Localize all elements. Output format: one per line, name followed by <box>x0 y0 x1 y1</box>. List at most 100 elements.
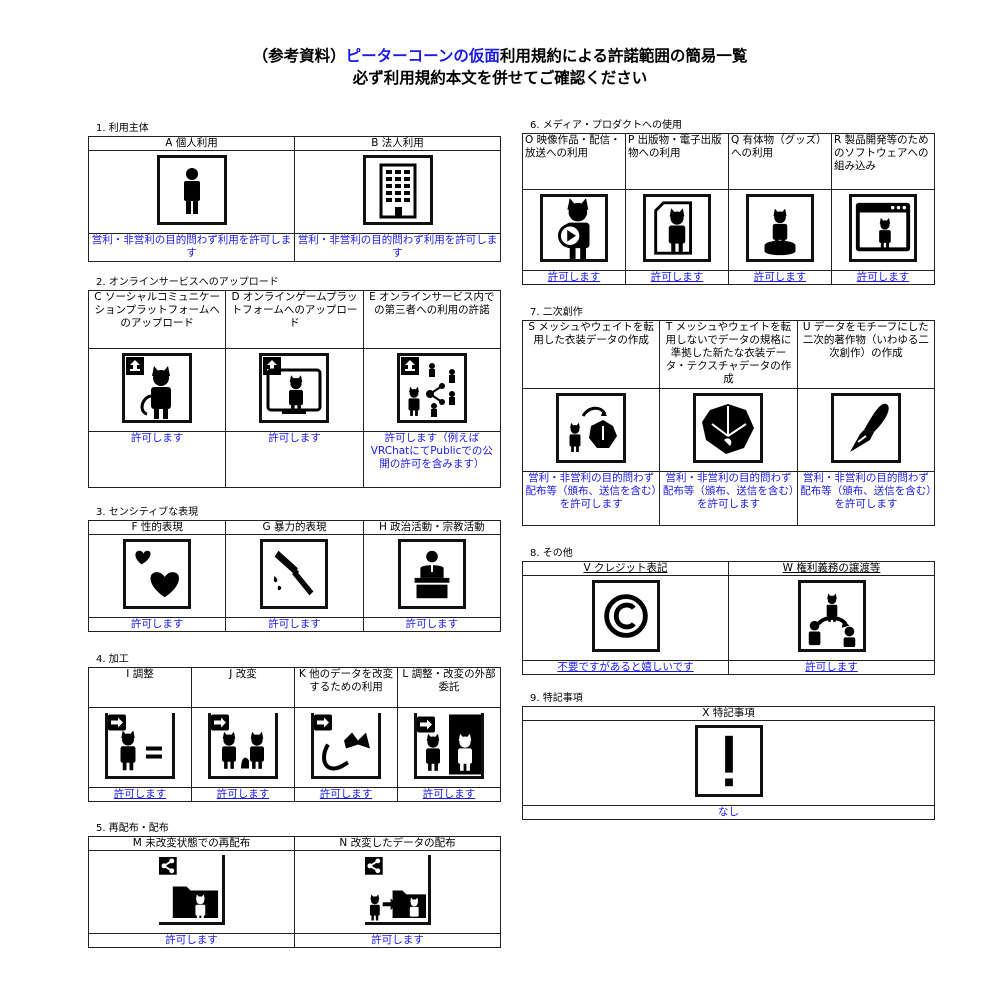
title-line-1: （参考資料）ピーターコーンの仮面利用規約による許諾範囲の簡易一覧 <box>252 47 748 65</box>
share-folder-icon <box>158 855 225 925</box>
permission-result: 許可します <box>831 270 935 285</box>
item-header: L 調整・改変の外部委託 <box>397 667 501 708</box>
item-header: R 製品開発等のためのソフトウェアへの組み込み <box>831 133 935 190</box>
permission-table: I 調整 J 改変 K 他のデータを改変するための利用 L 調整・改変の外部委託 <box>88 667 501 802</box>
item-header: A 個人利用 <box>88 136 295 151</box>
outsource-icon <box>414 712 484 779</box>
section-special-notes: 9. 特記事項 X 特記事項 なし <box>522 692 935 820</box>
section-other: 8. その他 V クレジット表記 W 権利義務の譲渡等 不要ですがあると嬉しいで… <box>522 547 935 675</box>
section-redistribution: 5. 再配布・配布 M 未改変状態での再配布 N 改変したデータの配布 許可しま… <box>88 822 501 948</box>
section-label: 5. 再配布・配布 <box>96 823 169 834</box>
publication-icon <box>643 194 711 262</box>
section-label: 1. 利用主体 <box>96 123 149 134</box>
section-derivative-works: 7. 二次創作 S メッシュやウェイトを転用した衣装データの作成 T メッシュや… <box>521 306 936 526</box>
section-label: 6. メディア・プロダクトへの使用 <box>530 120 683 131</box>
permission-table: A 個人利用 B 法人利用 営利・非営利 <box>88 136 501 262</box>
permission-result: 許可します（例えばVRChatにてPublicでの公開の許可を含みます） <box>362 431 502 488</box>
item-header: U データをモチーフにした二次的著作物（いわゆる二次創作）の作成 <box>796 320 936 389</box>
item-header: O 映像作品・配信・放送への利用 <box>522 133 626 190</box>
item-header: Q 有体物（グッズ）への利用 <box>728 133 832 190</box>
hearts-icon <box>123 539 192 609</box>
adjust-icon <box>105 712 175 779</box>
permission-result: 許可します <box>294 933 501 948</box>
permission-table: X 特記事項 なし <box>522 706 935 820</box>
item-header: N 改変したデータの配布 <box>294 836 501 851</box>
person-icon <box>156 155 227 225</box>
section-sensitive-expression: 3. センシティブな表現 F 性的表現 G 暴力的表現 H 政治活動・宗教活動 … <box>87 506 502 632</box>
item-header: W 権利義務の譲渡等 <box>728 561 935 576</box>
section-online-upload: 2. オンラインサービスへのアップロード C ソーシャルコミュニケーションプラッ… <box>87 276 502 488</box>
permission-result: 営利・非営利の目的問わず配布等（頒布、送信を含む）を許可します <box>796 471 936 526</box>
document-title: （参考資料）ピーターコーンの仮面利用規約による許諾範囲の簡易一覧 必ず利用規約本… <box>0 45 1000 89</box>
permission-result: 許可します <box>225 617 364 632</box>
permission-table: M 未改変状態での再配布 N 改変したデータの配布 許可します 許可します <box>88 836 501 948</box>
item-header: I 調整 <box>88 667 192 708</box>
item-header: X 特記事項 <box>522 706 935 721</box>
permission-result: 営利・非営利の目的問わず配布等（頒布、送信を含む）を許可します <box>659 471 798 526</box>
pen-icon <box>830 393 901 463</box>
building-icon <box>362 155 433 225</box>
item-header: C ソーシャルコミュニケーションプラットフォームへのアップロード <box>87 290 227 349</box>
permission-result: 許可します <box>362 617 502 632</box>
costume-icon <box>693 393 764 463</box>
copyright-icon <box>591 580 660 652</box>
item-header: E オンラインサービス内での第三者への利用の許諾 <box>362 290 502 349</box>
permission-result: なし <box>522 805 935 820</box>
upload-share-icon <box>396 353 467 423</box>
permission-result: 許可します <box>294 787 398 802</box>
permission-result: 許可します <box>522 270 626 285</box>
transfer-icon <box>797 580 866 652</box>
permission-result: 不要ですがあると嬉しいです <box>522 660 729 675</box>
product-name: ピーターコーンの仮面 <box>345 47 500 65</box>
permission-table: V クレジット表記 W 権利義務の譲渡等 不要ですがあると嬉しいです 許可します <box>522 561 935 675</box>
item-header: F 性的表現 <box>87 520 227 535</box>
item-header: J 改変 <box>191 667 295 708</box>
section-label: 7. 二次創作 <box>530 307 583 318</box>
item-header: T メッシュやウェイトを転用しないでデータの規格に準拠した新たな衣装データ・テク… <box>659 320 798 389</box>
permission-result: 営利・非営利の目的問わず利用を許可します <box>88 233 295 262</box>
item-header: B 法人利用 <box>294 136 501 151</box>
permission-table: O 映像作品・配信・放送への利用 P 出版物・電子出版物への利用 Q 有体物（グ… <box>522 133 935 285</box>
software-icon <box>849 194 917 262</box>
permission-result: 許可します <box>88 933 295 948</box>
knife-icon <box>260 539 329 609</box>
item-header: S メッシュやウェイトを転用した衣装データの作成 <box>521 320 661 389</box>
section-label: 9. 特記事項 <box>530 693 583 704</box>
costume-convert-icon <box>556 393 627 463</box>
exclamation-icon <box>694 725 763 797</box>
podium-icon <box>397 539 466 609</box>
item-header: V クレジット表記 <box>522 561 729 576</box>
item-header: M 未改変状態での再配布 <box>88 836 295 851</box>
permission-result: 許可します <box>87 431 227 488</box>
permission-result: 許可します <box>87 617 227 632</box>
item-header: H 政治活動・宗教活動 <box>362 520 502 535</box>
permission-result: 許可します <box>191 787 295 802</box>
title-line-2: 必ず利用規約本文を併せてご確認ください <box>352 69 648 87</box>
permission-table: F 性的表現 G 暴力的表現 H 政治活動・宗教活動 許可します 許可します 許… <box>87 520 502 632</box>
section-media-product: 6. メディア・プロダクトへの使用 O 映像作品・配信・放送への利用 P 出版物… <box>522 119 935 285</box>
permission-result: 許可します <box>625 270 729 285</box>
section-modification: 4. 加工 I 調整 J 改変 K 他のデータを改変するための利用 L 調整・改… <box>88 653 501 802</box>
permission-table: C ソーシャルコミュニケーションプラットフォームへのアップロード D オンライン… <box>87 290 502 488</box>
permission-result: 許可します <box>397 787 501 802</box>
section-label: 3. センシティブな表現 <box>96 507 199 518</box>
section-label: 2. オンラインサービスへのアップロード <box>96 277 279 288</box>
permission-result: 許可します <box>88 787 192 802</box>
permission-result: 営利・非営利の目的問わず利用を許可します <box>294 233 501 262</box>
parts-icon <box>311 712 381 779</box>
item-header: P 出版物・電子出版物への利用 <box>625 133 729 190</box>
section-usage-subject: 1. 利用主体 A 個人利用 B 法人利用 <box>88 122 501 262</box>
upload-avatar-icon <box>122 353 193 423</box>
permission-table: S メッシュやウェイトを転用した衣装データの作成 T メッシュやウェイトを転用し… <box>521 320 936 526</box>
section-label: 4. 加工 <box>96 654 129 665</box>
permission-result: 許可します <box>728 270 832 285</box>
item-header: K 他のデータを改変するための利用 <box>294 667 398 708</box>
item-header: D オンラインゲームプラットフォームへのアップロード <box>225 290 364 349</box>
section-label: 8. その他 <box>530 548 573 559</box>
video-icon <box>540 194 608 262</box>
share-modified-icon <box>364 855 431 925</box>
permission-result: 許可します <box>225 431 364 488</box>
item-header: G 暴力的表現 <box>225 520 364 535</box>
permission-result: 営利・非営利の目的問わず配布等（頒布、送信を含む）を許可します <box>521 471 661 526</box>
figure-icon <box>746 194 814 262</box>
